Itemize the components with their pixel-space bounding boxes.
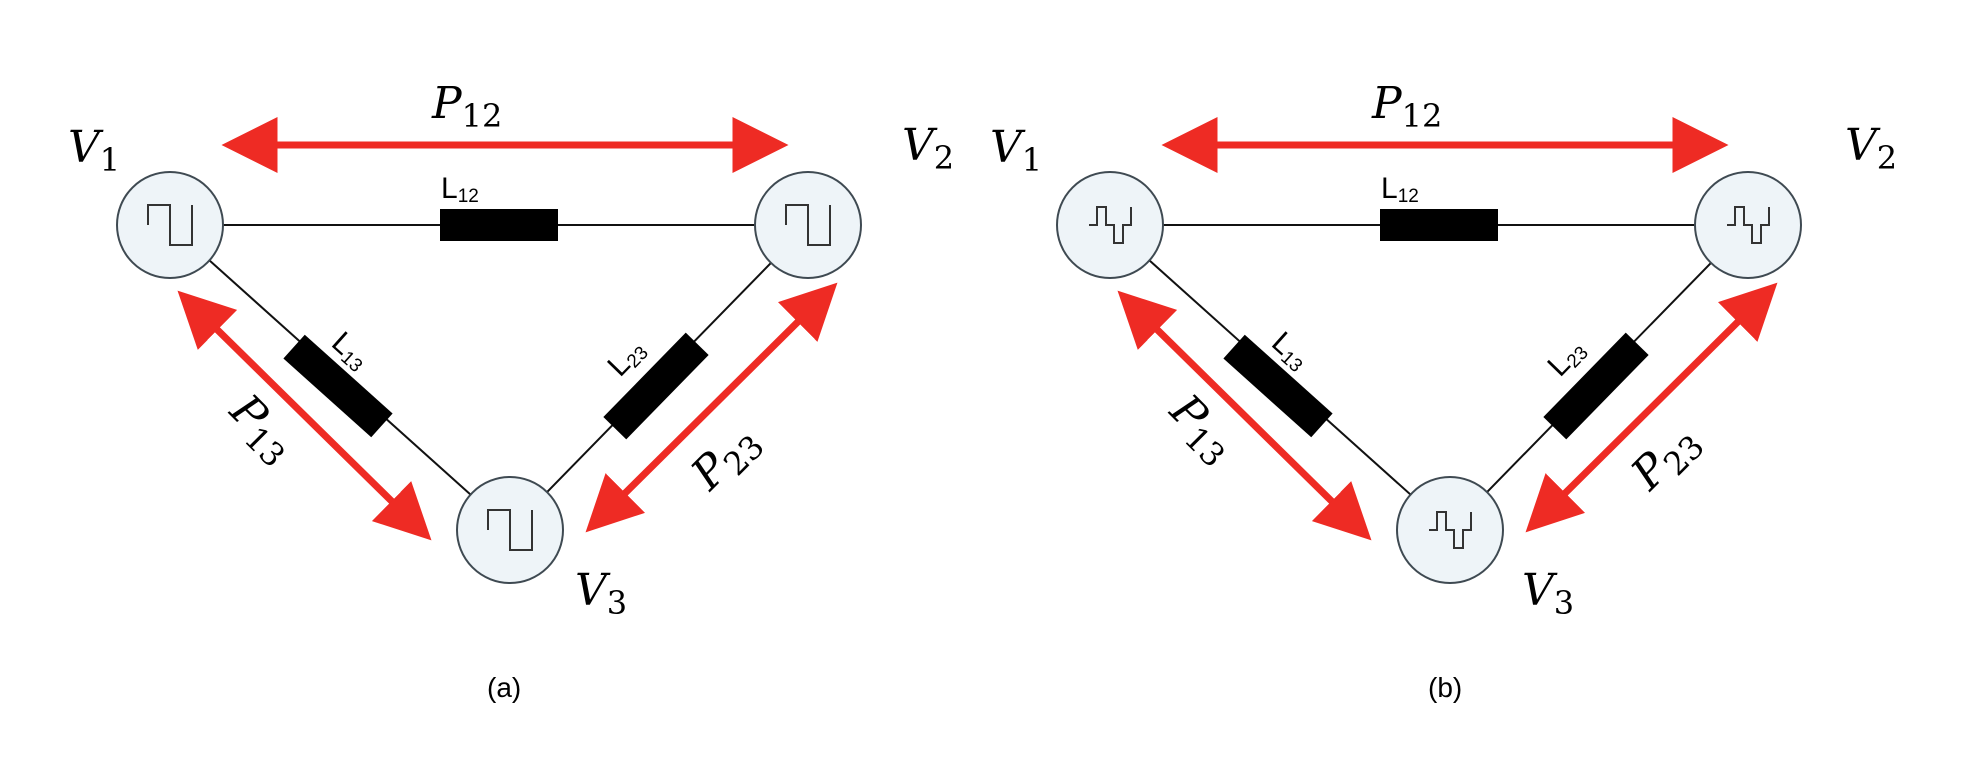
power-arrow-p23 xyxy=(585,282,838,533)
three-level-wave-icon xyxy=(1089,206,1132,244)
power-label-p12: P12 xyxy=(1371,78,1442,135)
power-label-p13: P13 xyxy=(1155,384,1246,475)
square-wave-icon xyxy=(487,509,533,551)
node-label-v2: V2 xyxy=(1845,120,1897,177)
node-v1 xyxy=(1056,171,1164,279)
power-arrow-p23 xyxy=(1525,282,1778,533)
power-arrow-p13 xyxy=(1117,290,1372,541)
node-v2 xyxy=(754,171,862,279)
node-label-v1: V1 xyxy=(990,122,1042,179)
node-v1 xyxy=(116,171,224,279)
node-v3 xyxy=(1396,476,1504,584)
diagram-b: L12 L13 L23 P12 P13 P23 V1 V2 V3 (b) xyxy=(990,78,1897,703)
node-label-v2: V2 xyxy=(902,120,954,177)
node-v3 xyxy=(456,476,564,584)
square-wave-icon xyxy=(785,204,831,246)
inductor-l12 xyxy=(440,209,558,241)
three-level-wave-icon xyxy=(1727,206,1770,244)
square-wave-icon xyxy=(147,204,193,246)
inductor-label-l12: L12 xyxy=(1381,172,1419,207)
power-label-p13: P13 xyxy=(215,384,306,475)
three-level-wave-icon xyxy=(1429,511,1472,549)
power-arrow-p13 xyxy=(177,290,432,541)
power-label-p12: P12 xyxy=(431,78,502,135)
caption-a: (a) xyxy=(487,672,521,703)
node-label-v1: V1 xyxy=(68,122,120,179)
diagram-a: L12 L13 L23 P12 P13 P23 V1 V2 V3 (a) xyxy=(68,78,954,703)
node-label-v3: V3 xyxy=(575,565,627,622)
caption-b: (b) xyxy=(1428,672,1462,703)
node-label-v3: V3 xyxy=(1522,565,1574,622)
node-v2 xyxy=(1694,171,1802,279)
inductor-label-l12: L12 xyxy=(441,172,479,207)
inductor-l12 xyxy=(1380,209,1498,241)
